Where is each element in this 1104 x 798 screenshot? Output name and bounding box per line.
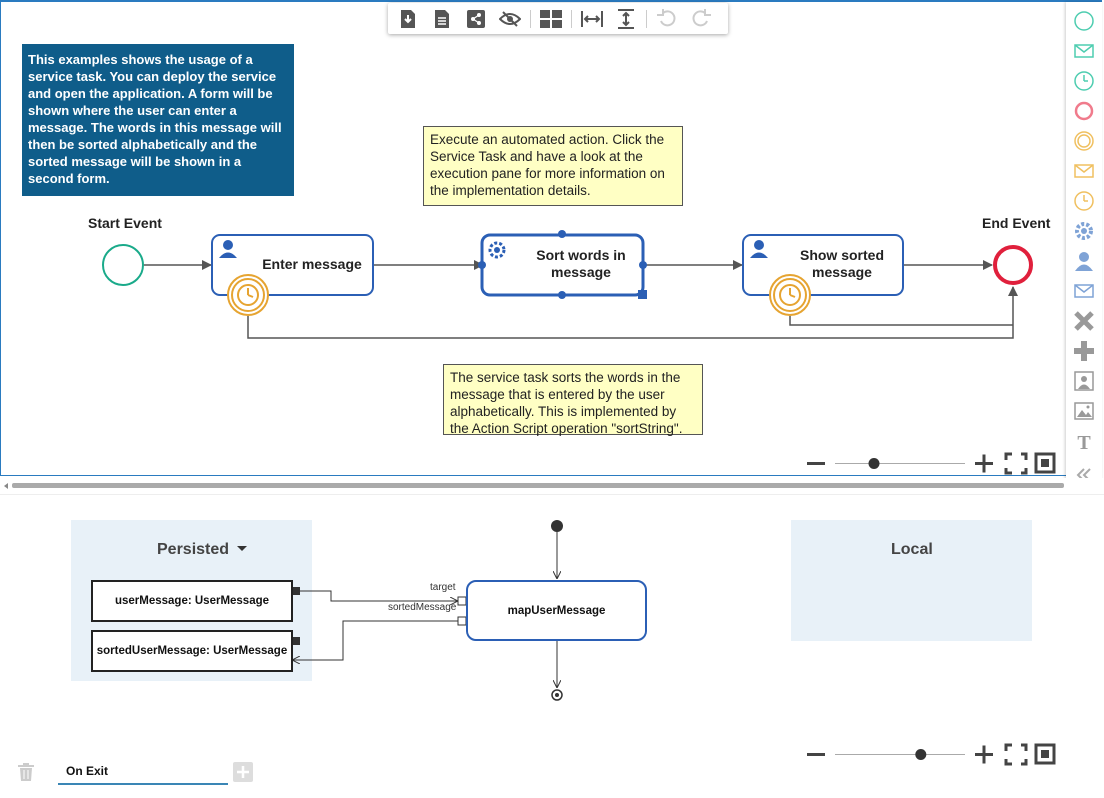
service-task-icon[interactable] — [1073, 220, 1095, 242]
fit-page-icon[interactable] — [1034, 452, 1056, 474]
start-event-icon[interactable] — [1073, 10, 1095, 32]
exclusive-gateway-icon[interactable] — [1073, 310, 1095, 332]
note-execute-action[interactable]: Execute an automated action. Click the S… — [423, 126, 683, 206]
message-start-icon[interactable] — [1073, 40, 1095, 62]
message-task-icon[interactable] — [1073, 280, 1095, 302]
toolbar-separator — [646, 9, 647, 28]
parallel-gateway-icon[interactable] — [1073, 340, 1095, 362]
sorted-port[interactable] — [457, 616, 467, 626]
selection-handle-left[interactable] — [478, 261, 486, 269]
horizontal-scrollbar[interactable] — [12, 483, 1064, 488]
end-event-label: End Event — [982, 215, 1051, 231]
user-task-icon — [219, 240, 237, 258]
intermediate-event-icon[interactable] — [1073, 130, 1095, 152]
diagram-toolbar — [388, 3, 728, 34]
port-label-target: target — [430, 582, 456, 593]
redo-icon[interactable] — [687, 6, 715, 32]
end-event[interactable] — [993, 245, 1033, 285]
task2-label: Sort words in message — [536, 247, 626, 280]
svg-text:T: T — [1077, 432, 1091, 452]
flow-timer2-to-end[interactable] — [789, 316, 1013, 326]
var2-port[interactable] — [292, 637, 300, 645]
mapping-link-target[interactable] — [300, 590, 457, 601]
mapping-end-node-dot — [555, 693, 559, 697]
tab-on-exit[interactable]: On Exit — [66, 764, 109, 778]
tab-on-exit-underline — [58, 783, 228, 785]
pane-splitter[interactable] — [0, 478, 1104, 500]
hide-icon[interactable] — [496, 6, 524, 32]
selection-handle-right[interactable] — [639, 261, 647, 269]
note-sort-string[interactable]: The service task sorts the words in the … — [443, 364, 703, 436]
diagram-zoom-controls — [807, 452, 1056, 475]
toolbar-separator — [530, 9, 531, 28]
timer-intermediate-icon[interactable] — [1073, 190, 1095, 212]
target-port[interactable] — [457, 596, 467, 606]
port-label-sorted: sortedMessage — [388, 602, 457, 613]
local-group[interactable] — [791, 520, 1032, 641]
zoom-in-icon[interactable] — [975, 454, 993, 473]
user-task-icon — [750, 240, 768, 258]
timer-boundary-icon[interactable] — [227, 274, 269, 316]
flow-timer1-to-end[interactable] — [247, 286, 1018, 339]
fit-page-icon[interactable] — [1034, 743, 1056, 765]
toolbar-separator — [571, 9, 572, 28]
text-icon[interactable]: T — [1073, 430, 1095, 454]
user-task-icon[interactable] — [1073, 250, 1095, 272]
zoom-out-icon[interactable] — [807, 462, 825, 465]
chevron-down-icon[interactable] — [236, 545, 248, 553]
document-icon[interactable] — [428, 6, 456, 32]
mapping-zoom-bar — [804, 742, 1056, 766]
task1-label: Enter message — [262, 256, 362, 272]
process-diagram-canvas[interactable] — [0, 0, 1066, 478]
mapping-start-node[interactable] — [551, 520, 563, 532]
diagram-zoom-bar — [804, 451, 1056, 475]
image-icon[interactable] — [1073, 400, 1095, 422]
zoom-slider-knob[interactable] — [868, 458, 880, 469]
local-title: Local — [891, 541, 933, 558]
resize-handle[interactable] — [638, 290, 647, 299]
fit-height-icon[interactable] — [612, 6, 640, 32]
start-event[interactable] — [102, 244, 144, 286]
selection-handle-bottom[interactable] — [558, 291, 566, 299]
message-intermediate-icon[interactable] — [1073, 160, 1095, 182]
end-event-icon[interactable] — [1073, 100, 1095, 122]
mapping-zoom-controls — [807, 743, 1056, 766]
gear-icon — [488, 241, 506, 259]
subprocess-icon[interactable] — [1073, 370, 1095, 392]
var1-port[interactable] — [292, 587, 300, 595]
layout-icon[interactable] — [537, 6, 565, 32]
persisted-title: Persisted — [157, 541, 230, 558]
fit-width-icon[interactable] — [578, 6, 606, 32]
zoom-in-icon[interactable] — [975, 745, 993, 764]
fullscreen-icon[interactable] — [1004, 452, 1028, 475]
timer-boundary-icon[interactable] — [769, 274, 811, 316]
trash-icon[interactable] — [17, 763, 35, 781]
scroll-left-icon[interactable] — [2, 481, 10, 491]
undo-icon[interactable] — [653, 6, 681, 32]
zoom-slider-knob[interactable] — [915, 749, 927, 760]
download-icon[interactable] — [394, 6, 422, 32]
add-tab-icon[interactable] — [233, 762, 253, 782]
share-icon[interactable] — [462, 6, 490, 32]
zoom-out-icon[interactable] — [807, 753, 825, 756]
info-annotation[interactable]: This examples shows the usage of a servi… — [22, 44, 294, 196]
mapping-canvas[interactable] — [0, 494, 1104, 797]
mapping-link-sorted[interactable] — [293, 620, 458, 660]
element-palette: T — [1066, 2, 1102, 494]
selection-handle-top[interactable] — [558, 230, 566, 238]
fullscreen-icon[interactable] — [1004, 743, 1028, 766]
start-event-label: Start Event — [88, 215, 162, 231]
var-sorted-user-message[interactable]: sortedUserMessage: UserMessage — [91, 630, 293, 672]
var-user-message[interactable]: userMessage: UserMessage — [91, 580, 293, 622]
operation-map-user-message[interactable]: mapUserMessage — [466, 580, 647, 641]
task3-label: Show sorted message — [799, 247, 884, 280]
timer-start-icon[interactable] — [1073, 70, 1095, 92]
